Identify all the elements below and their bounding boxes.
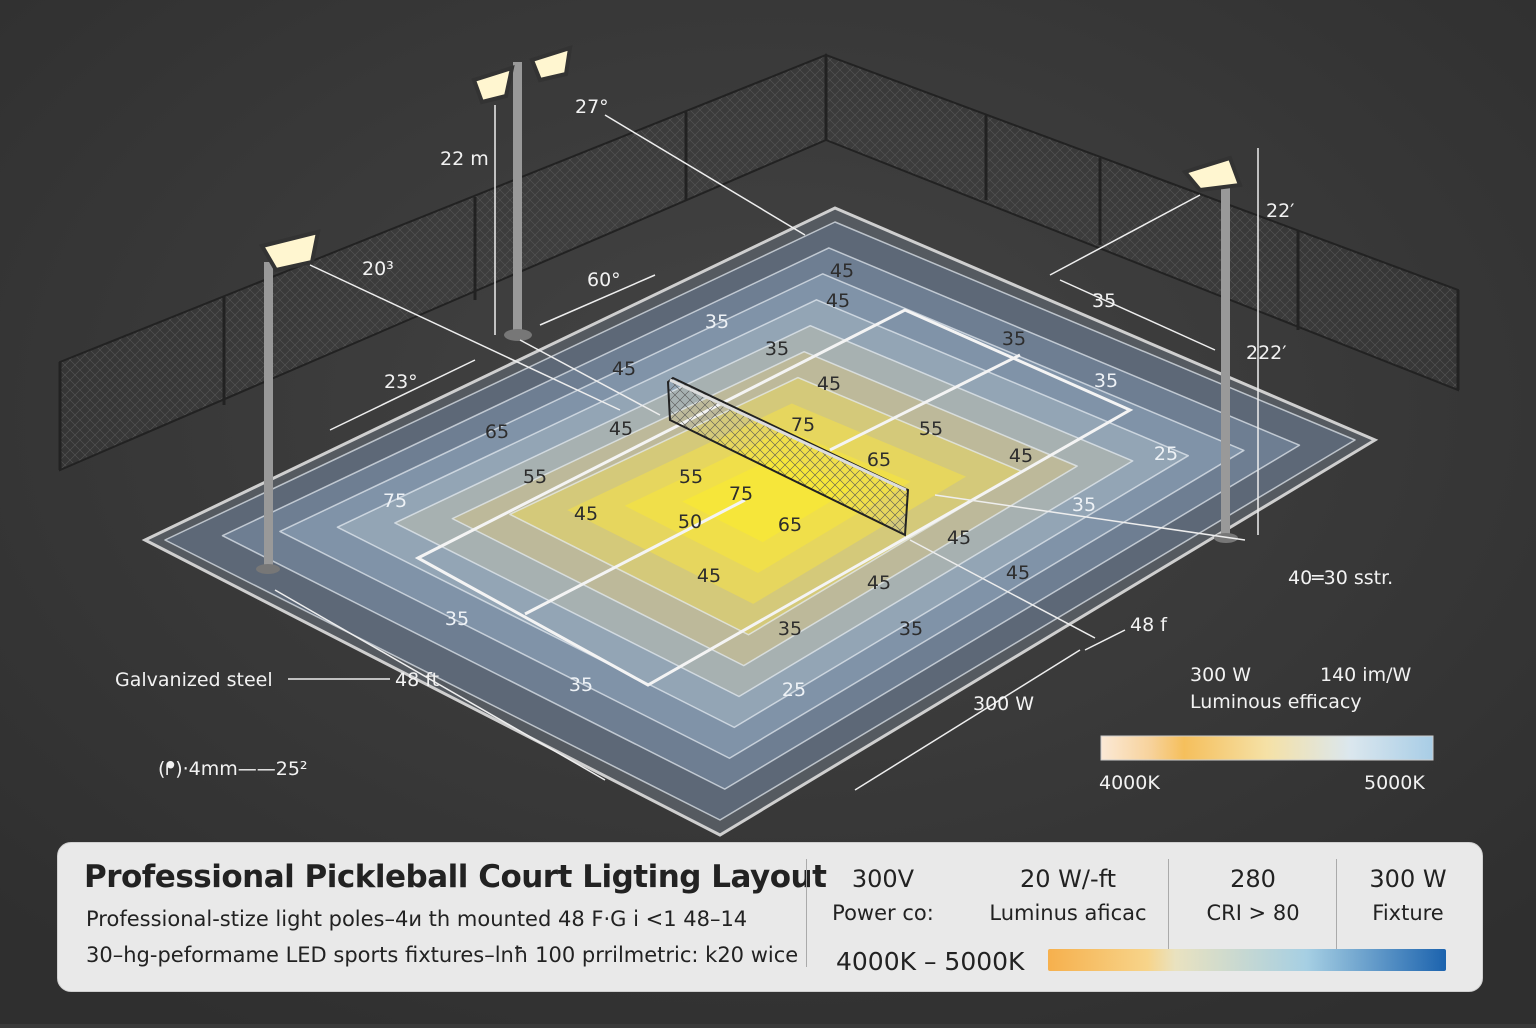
net [666,376,910,537]
annotations: 27° 22 m 20³ 60° 23° 22′ 35 222′ 40═30 s… [115,96,1393,780]
angle-left-label: 20³ [362,258,394,280]
contour-value-label: 45 [947,527,971,549]
power-bottom-label: 300 W [973,693,1034,715]
spec-value: 280 [1230,865,1276,893]
light-pole-right [1181,155,1243,543]
contour-value-label: 35 [778,618,802,640]
info-panel: Professional Pickleball Court Ligting La… [57,842,1483,992]
dimension-lines [274,105,1259,791]
legend-max-temp: 5000K [1364,772,1425,794]
beam-spec-label: 40═30 sstr. [1288,567,1393,589]
panel-description-1: Professional-stize light poles–4ᴎ th mou… [86,907,748,931]
spec-value: 300V [851,865,915,893]
angle-23-label: 23° [384,371,418,393]
spec-label: Fixture [1372,901,1444,925]
contour-value-label: 25 [1154,443,1178,465]
spec-power: 300V Power co: [828,865,938,925]
contour-value-label: 75 [791,414,815,436]
contour-value-label: 45 [867,572,891,594]
contour-value-label: 35 [1072,494,1096,516]
court-lines [414,308,1134,687]
fence [58,53,1460,472]
contour-value-label: 45 [817,373,841,395]
spec-label: Luminus aficac [989,901,1147,925]
divider [1168,859,1169,967]
contour-value-label: 75 [383,490,407,512]
divider [1336,859,1337,967]
angle-top-label: 27° [575,96,609,118]
thickness-label: (ᖰ)·4mm——25² [158,758,308,780]
width-right-label: 48 f [1130,614,1168,636]
legend-min-temp: 4000K [1099,772,1160,794]
contour-value-label: 35 [1002,328,1026,350]
light-pole-back [471,45,573,341]
legend-power: 300 W [1190,664,1251,686]
contour-value-label: 35 [765,338,789,360]
contour-value-label: 50 [678,511,702,533]
contour-value-label: 45 [826,290,850,312]
right-35-label: 35 [1092,290,1116,312]
length-left-label: 48 ft [395,669,439,691]
contour-value-label: 35 [899,618,923,640]
color-temp-range: 4000K – 5000K [836,947,1025,976]
color-temp-bar [1100,735,1434,761]
contour-value-label: 45 [609,418,633,440]
color-temp-legend: 300 W 140 im/W Luminous efficacy 4000K 5… [1099,664,1434,794]
spec-label: Power co: [832,901,934,925]
right-height-mid-label: 222′ [1246,342,1287,364]
contour-value-label: 35 [569,674,593,696]
color-temp-gradient-bar [1048,949,1446,971]
panel-title: Professional Pickleball Court Ligting La… [84,859,827,895]
contour-value-label: 35 [705,311,729,333]
contour-value-label: 75 [729,483,753,505]
contour-value-label: 45 [830,260,854,282]
legend-efficacy-value: 140 im/W [1320,664,1411,686]
light-pole-left [256,229,321,574]
contour-value-label: 55 [523,466,547,488]
legend-efficacy-label: Luminous efficacy [1190,691,1362,713]
contour-value-label: 65 [867,449,891,471]
contour-value-label: 55 [679,466,703,488]
spec-value: 20 W/-ft [1019,865,1117,893]
illuminance-contours [164,221,1356,821]
contour-value-label: 45 [1006,562,1030,584]
contour-value-label: 65 [778,514,802,536]
divider [806,859,807,967]
pole-height-label: 22 m [440,148,489,170]
contour-value-label: 65 [485,421,509,443]
spec-fixture: 300 W Fixture [1353,865,1463,925]
contour-value-label: 45 [697,565,721,587]
spec-value: 300 W [1369,865,1447,893]
contour-value-label: 55 [919,418,943,440]
contour-value-label: 25 [782,679,806,701]
contour-value-label: 45 [1009,445,1033,467]
contour-value-label: 45 [574,503,598,525]
spec-label: CRI > 80 [1206,901,1300,925]
contour-value-label: 35 [445,608,469,630]
contour-value-label: 45 [612,358,636,380]
material-label: Galvanized steel [115,669,273,691]
contour-value-label: 35 [1094,370,1118,392]
right-height-top-label: 22′ [1266,200,1295,222]
panel-description-2: 30–hg-peformame LED sports fixtures–lnħ … [86,943,799,967]
angle-60-label: 60° [587,269,621,291]
